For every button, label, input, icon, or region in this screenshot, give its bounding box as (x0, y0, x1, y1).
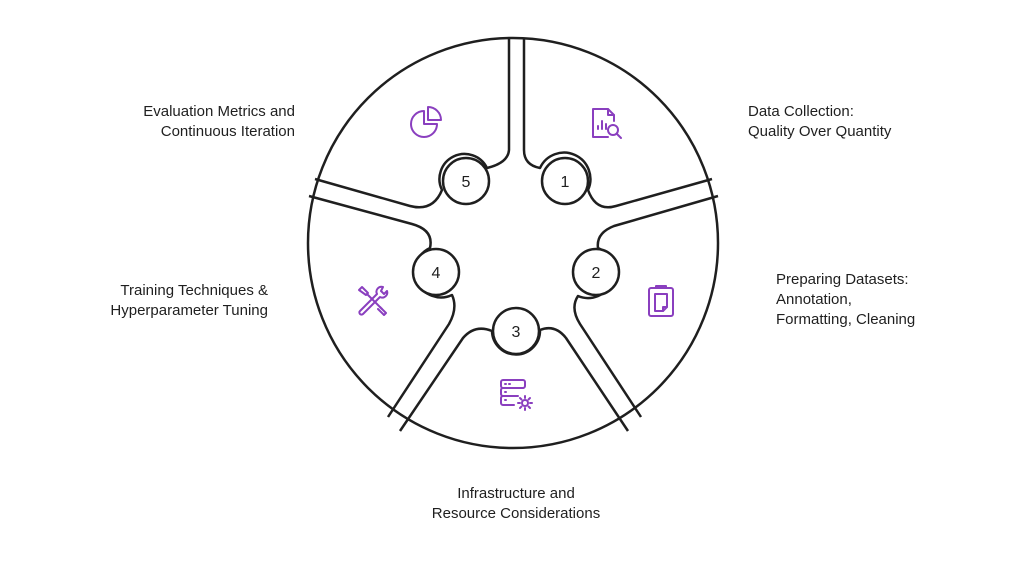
segment-5 (314, 39, 511, 209)
step-marker-2: 2 (571, 247, 621, 297)
step-5-label-line-1: Evaluation Metrics and (143, 103, 295, 120)
step-2-label-line-3: Formatting, Cleaning (776, 311, 916, 328)
step-4-label-line-2: Hyperparameter Tuning (110, 302, 268, 319)
clipboard-icon (648, 285, 674, 317)
outer-circle (306, 36, 720, 450)
step-2-label-line-2: Annotation, (776, 291, 852, 308)
step-number-2: 2 (592, 265, 601, 282)
step-number-3: 3 (512, 324, 521, 341)
step-1-label: Data Collection: Quality Over Quantity (748, 102, 891, 142)
pie-chart-icon (410, 106, 442, 138)
step-marker-1: 1 (540, 156, 590, 206)
step-number-1: 1 (561, 174, 570, 191)
step-1-label-line-1: Data Collection: (748, 103, 854, 120)
data-report-search-icon (592, 108, 622, 139)
step-4-label-line-1: Training Techniques & (120, 282, 268, 299)
server-settings-icon (500, 379, 533, 411)
segment-1 (522, 39, 713, 209)
step-1-label-line-2: Quality Over Quantity (748, 123, 892, 140)
step-marker-3: 3 (491, 306, 541, 356)
step-2-label: Preparing Datasets: Annotation, Formatti… (776, 270, 915, 330)
step-3-label-line-2: Resource Considerations (431, 505, 601, 522)
step-marker-4: 4 (411, 247, 461, 297)
step-2-label-line-1: Preparing Datasets: (776, 271, 909, 288)
tools-icon (358, 285, 389, 316)
step-4-label: Training Techniques & Hyperparameter Tun… (40, 281, 268, 321)
step-5-label: Evaluation Metrics and Continuous Iterat… (60, 102, 295, 142)
step-number-4: 4 (432, 265, 441, 282)
step-marker-5: 5 (441, 156, 491, 206)
step-3-label-line-1: Infrastructure and (457, 485, 575, 502)
step-number-5: 5 (462, 174, 471, 191)
step-5-label-line-2: Continuous Iteration (160, 123, 295, 140)
step-3-label: Infrastructure and Resource Consideratio… (396, 484, 636, 524)
